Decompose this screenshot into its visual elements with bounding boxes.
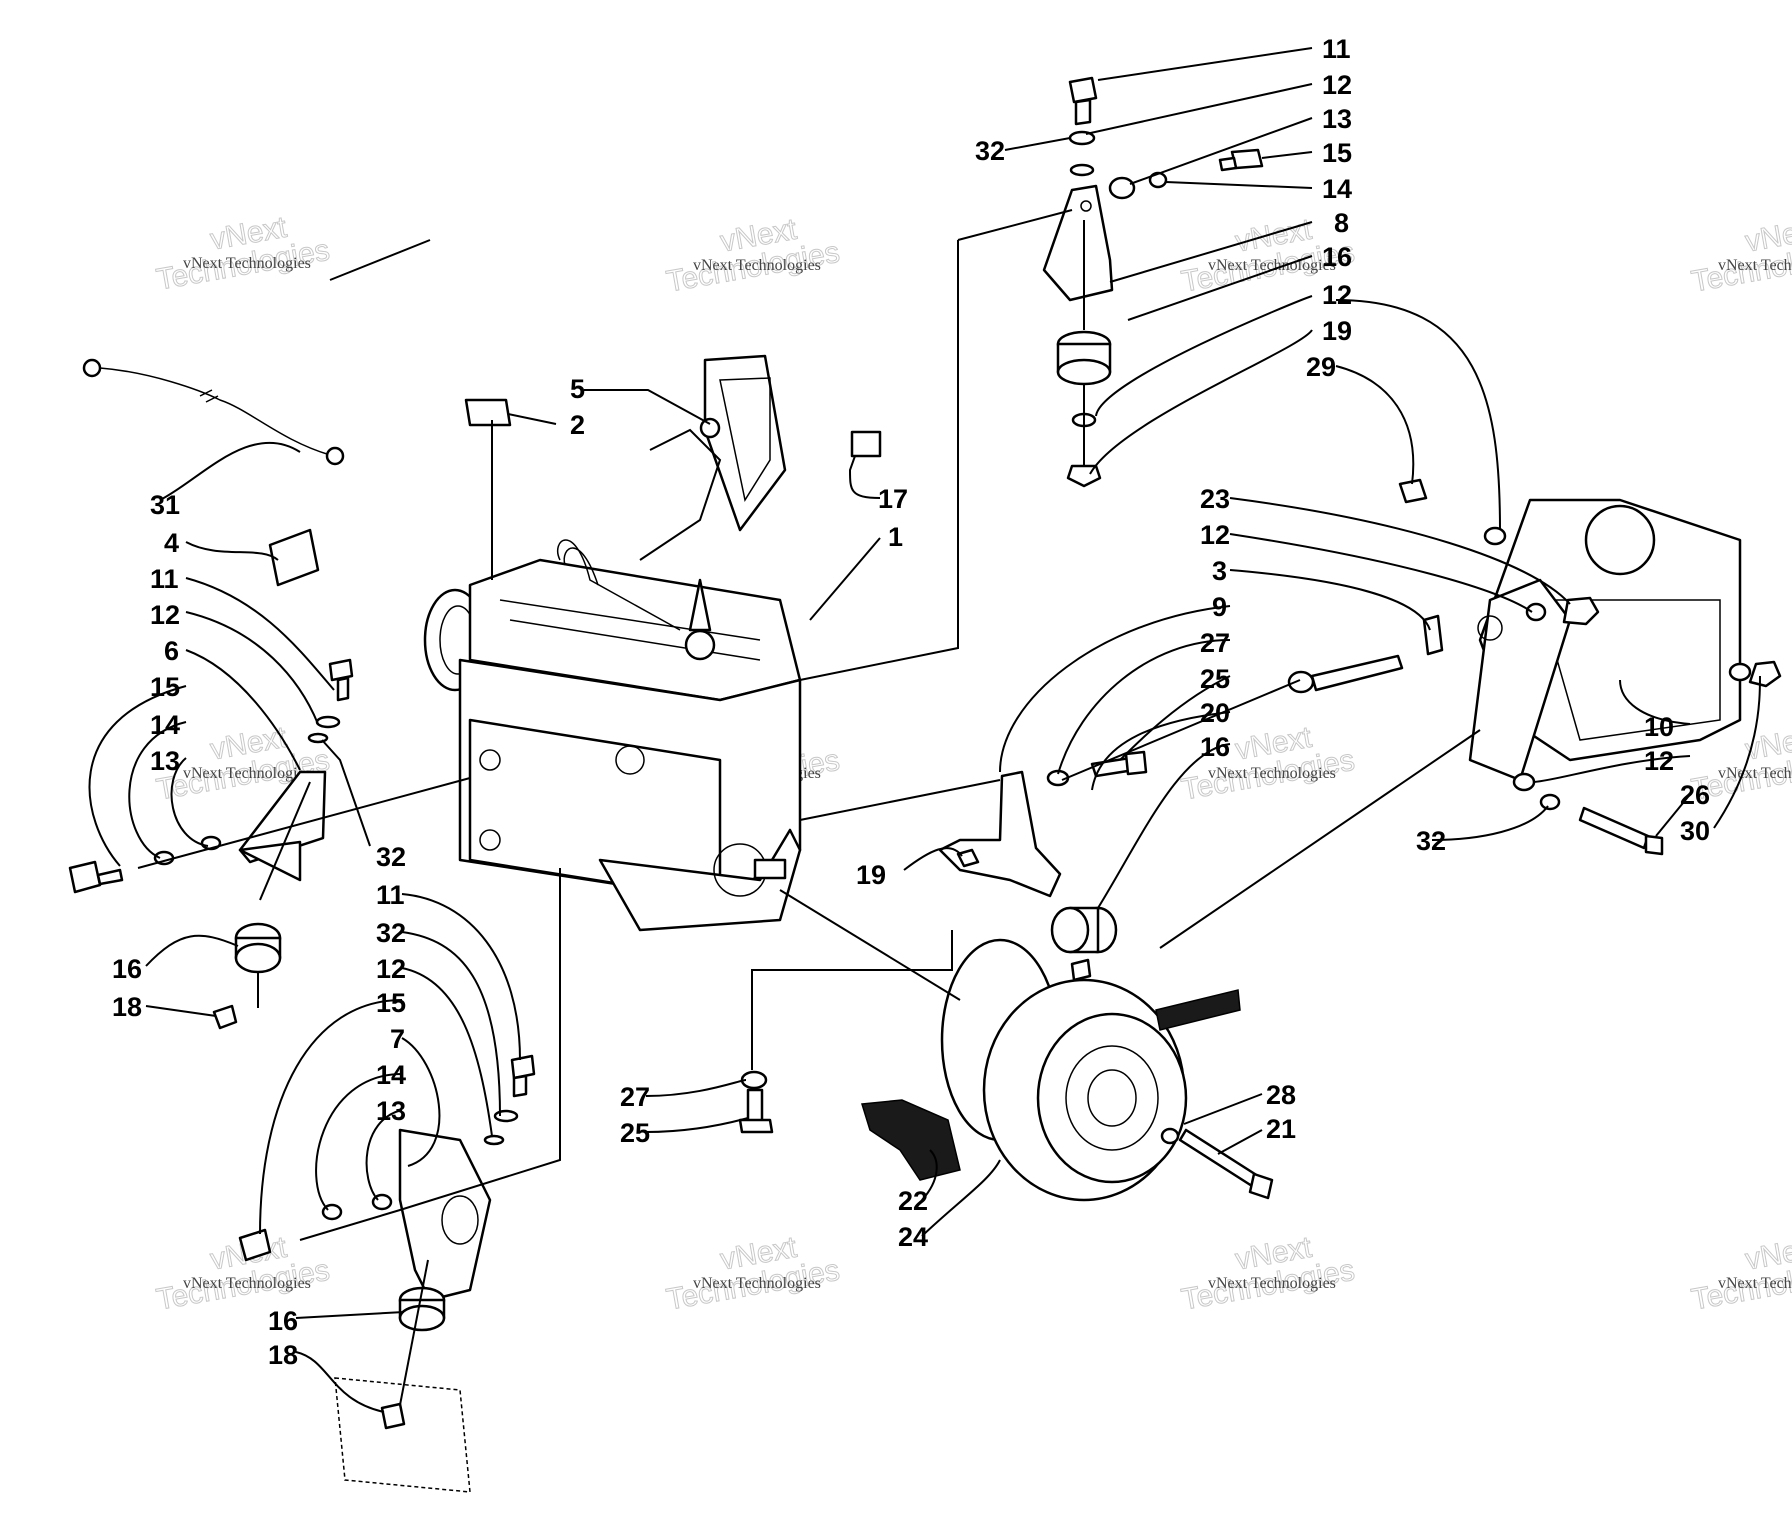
callout-14: 14 — [1322, 174, 1352, 204]
callout-5: 5 — [570, 374, 585, 404]
watermark-text-small: vNext Technologies — [1718, 257, 1792, 274]
callout-21: 21 — [1266, 1114, 1296, 1144]
callout-22: 22 — [898, 1186, 928, 1216]
callout-4: 4 — [164, 528, 179, 558]
callout-19: 19 — [856, 860, 886, 890]
watermark-text-small: vNext Technologies — [693, 257, 821, 274]
callout-18: 18 — [268, 1340, 298, 1370]
callout-15: 15 — [376, 988, 406, 1018]
callout-32: 32 — [975, 136, 1005, 166]
callout-10: 10 — [1644, 712, 1674, 742]
callout-12: 12 — [376, 954, 406, 984]
engine-assembly — [423, 539, 802, 932]
watermark-text-small: vNext Technologies — [183, 765, 311, 782]
callout-17: 17 — [878, 484, 908, 514]
watermark-text-small: vNext Technologies — [1208, 765, 1336, 782]
watermark-text-small: vNext Technologies — [1718, 1275, 1792, 1292]
callout-13: 13 — [150, 746, 180, 776]
callout-25: 25 — [620, 1118, 650, 1148]
callout-14: 14 — [150, 710, 180, 740]
callout-15: 15 — [150, 672, 180, 702]
callout-11: 11 — [150, 564, 179, 594]
callout-19: 19 — [1322, 316, 1352, 346]
drive-clutch-assembly — [861, 938, 1274, 1202]
callout-1: 1 — [888, 522, 903, 552]
watermark-text-small: vNext Technologies — [183, 255, 311, 272]
callout-25: 25 — [1200, 664, 1230, 694]
callout-31: 31 — [150, 490, 180, 520]
callout-32: 32 — [1416, 826, 1446, 856]
watermark-text-small: vNext Technologies — [183, 1275, 311, 1292]
callout-9: 9 — [1212, 592, 1227, 622]
callout-26: 26 — [1680, 780, 1710, 810]
callout-12: 12 — [1322, 280, 1352, 310]
callout-12: 12 — [1322, 70, 1352, 100]
callout-13: 13 — [376, 1096, 406, 1126]
watermark-text-small: vNext Technologies — [1208, 257, 1336, 274]
decal-label-2 — [464, 398, 512, 427]
callout-7: 7 — [390, 1024, 405, 1054]
clip-17 — [850, 430, 882, 458]
callout-13: 13 — [1322, 104, 1352, 134]
watermark-text-small: vNext Technologies — [693, 1275, 821, 1292]
callout-30: 30 — [1680, 816, 1710, 846]
watermark-text-small: vNext Technologies — [1718, 765, 1792, 782]
callout-3: 3 — [1212, 556, 1227, 586]
callout-12: 12 — [1644, 746, 1674, 776]
mount-bracket-5 — [699, 354, 787, 532]
callout-2: 2 — [570, 410, 585, 440]
callout-32: 32 — [376, 918, 406, 948]
callout-23: 23 — [1200, 484, 1230, 514]
callout-16: 16 — [1200, 732, 1230, 762]
callout-29: 29 — [1306, 352, 1336, 382]
callout-12: 12 — [150, 600, 180, 630]
callout-11: 11 — [1322, 34, 1351, 64]
watermark-text-small: vNext Technologies — [1208, 1275, 1336, 1292]
callout-14: 14 — [376, 1060, 406, 1090]
fasteners-27-25-lower — [738, 1070, 774, 1134]
callout-11: 11 — [376, 880, 405, 910]
assembly-lines — [137, 209, 1481, 1406]
callout-18: 18 — [112, 992, 142, 1022]
callout-6: 6 — [164, 636, 179, 666]
callout-12: 12 — [1200, 520, 1230, 550]
callout-16: 16 — [1322, 242, 1352, 272]
right-mount-plate — [1287, 478, 1782, 856]
callout-numbers: 11 12 13 32 15 14 8 16 12 19 29 5 2 17 1… — [112, 34, 1710, 1370]
callout-20: 20 — [1200, 698, 1230, 728]
callout-32: 32 — [376, 842, 406, 872]
callout-28: 28 — [1266, 1080, 1296, 1110]
decal-label-4 — [268, 528, 320, 587]
callout-15: 15 — [1322, 138, 1352, 168]
callout-leader-lines — [88, 47, 1761, 1413]
callout-16: 16 — [112, 954, 142, 984]
callout-24: 24 — [898, 1222, 928, 1252]
callout-16: 16 — [268, 1306, 298, 1336]
ground-wire-31 — [82, 358, 345, 466]
callout-8: 8 — [1334, 208, 1349, 238]
callout-27: 27 — [1200, 628, 1230, 658]
callout-27: 27 — [620, 1082, 650, 1112]
